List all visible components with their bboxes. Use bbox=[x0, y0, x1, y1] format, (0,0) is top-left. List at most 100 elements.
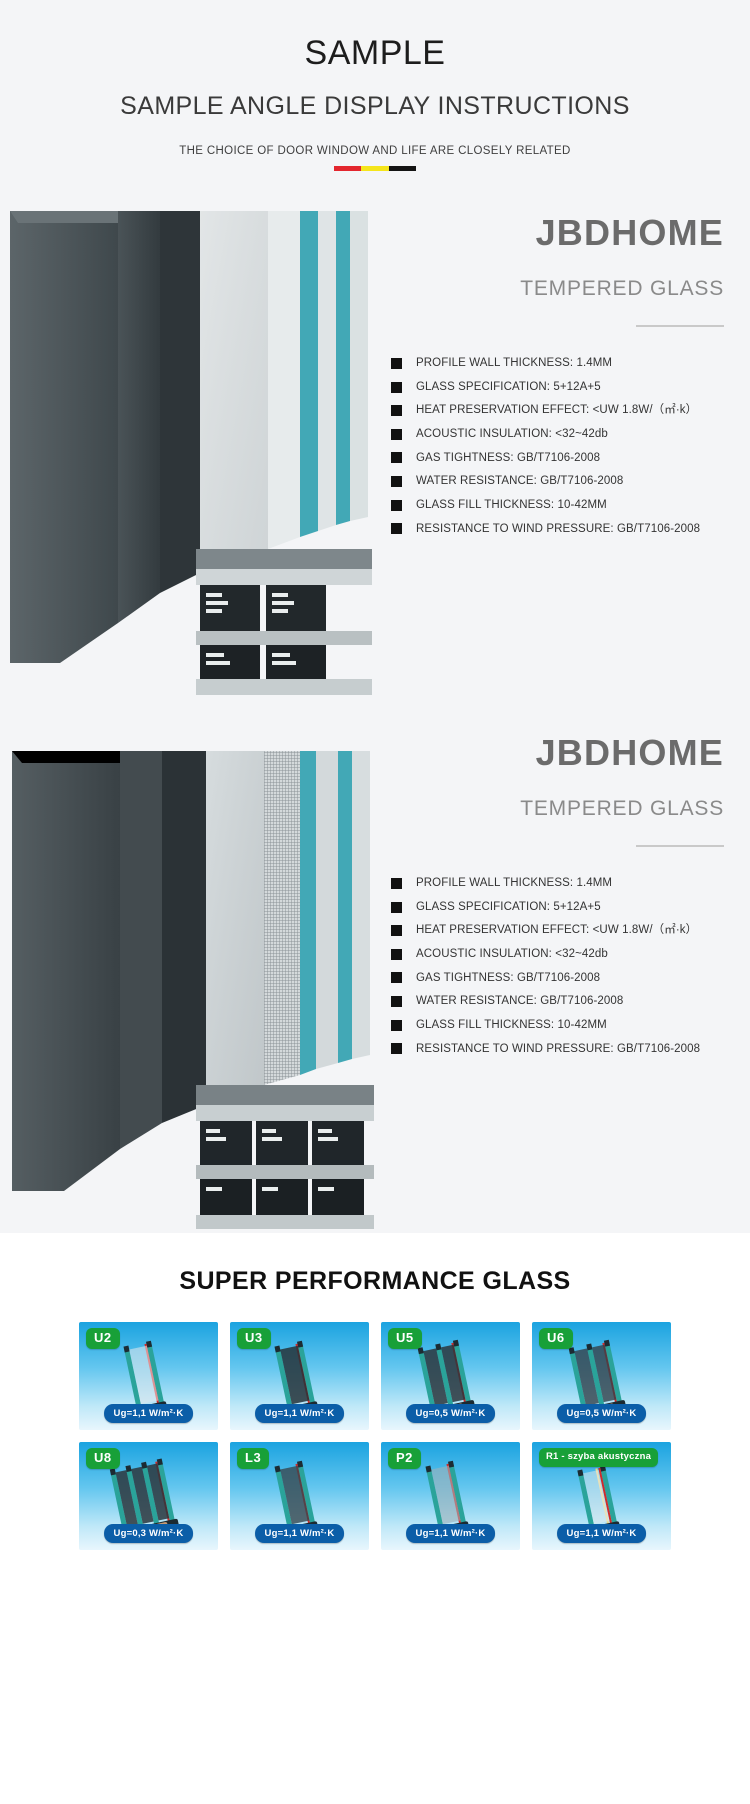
glass-card[interactable]: U8 bbox=[79, 1442, 218, 1551]
spec-item: GLASS SPECIFICATION: 5+12A+5 bbox=[391, 901, 728, 914]
bullet-square-icon bbox=[391, 1019, 402, 1031]
brand-subtitle-2: TEMPERED GLASS bbox=[520, 797, 724, 821]
bullet-square-icon bbox=[391, 452, 402, 464]
glass-card[interactable]: P2 Ug=1,1 W/m²·K bbox=[381, 1442, 520, 1551]
ug-value-pill: Ug=0,5 W/m²·K bbox=[556, 1404, 647, 1424]
spec-label: PROFILE WALL THICKNESS: 1.4MM bbox=[416, 357, 613, 370]
spec-list-1: PROFILE WALL THICKNESS: 1.4MM GLASS SPEC… bbox=[385, 357, 728, 535]
spec-label: GLASS SPECIFICATION: 5+12A+5 bbox=[416, 900, 601, 913]
glass-card[interactable]: L3 Ug=1,1 W/m²·K bbox=[230, 1442, 369, 1551]
glass-type-badge: U3 bbox=[237, 1328, 271, 1350]
spec-label: HEAT PRESERVATION EFFECT: <UW 1.8W/（㎡·k） bbox=[416, 404, 698, 417]
glass-type-badge: L3 bbox=[237, 1448, 270, 1470]
window-profile-image-1 bbox=[0, 193, 385, 713]
spec-item: GLASS FILL THICKNESS: 10-42MM bbox=[391, 1019, 728, 1032]
glass-unit-illustration bbox=[577, 1464, 621, 1537]
glass-card[interactable]: R1 - szyba akustyczna Ug=1,1 W/m²·K bbox=[532, 1442, 671, 1551]
spec-item: PROFILE WALL THICKNESS: 1.4MM bbox=[391, 877, 728, 890]
spec-item: ACOUSTIC INSULATION: <32~42db bbox=[391, 428, 728, 441]
spec-label: WATER RESISTANCE: GB/T7106-2008 bbox=[416, 475, 624, 488]
spec-label: GLASS FILL THICKNESS: 10-42MM bbox=[416, 498, 607, 511]
ug-value-pill: Ug=0,3 W/m²·K bbox=[103, 1524, 194, 1544]
glass-type-badge: U2 bbox=[86, 1328, 120, 1350]
bullet-square-icon bbox=[391, 996, 402, 1008]
spec-label: HEAT PRESERVATION EFFECT: <UW 1.8W/（㎡·k） bbox=[416, 924, 698, 937]
performance-title: SUPER PERFORMANCE GLASS bbox=[179, 1267, 571, 1296]
ug-value-pill: Ug=1,1 W/m²·K bbox=[405, 1524, 496, 1544]
spec-item: WATER RESISTANCE: GB/T7106-2008 bbox=[391, 475, 728, 488]
brand-name-2: JBDHOME bbox=[535, 732, 724, 774]
brand-subtitle-1: TEMPERED GLASS bbox=[520, 277, 724, 301]
spec-label: GLASS FILL THICKNESS: 10-42MM bbox=[416, 1018, 607, 1031]
spec-item: ACOUSTIC INSULATION: <32~42db bbox=[391, 948, 728, 961]
ug-value-pill: Ug=1,1 W/m²·K bbox=[103, 1404, 194, 1424]
bullet-square-icon bbox=[391, 972, 402, 984]
glass-card-grid: U2 Ug=1,1 W/m²·K U bbox=[0, 1322, 750, 1551]
bullet-square-icon bbox=[391, 948, 402, 960]
ug-value-pill: Ug=0,5 W/m²·K bbox=[405, 1404, 496, 1424]
spec-item: RESISTANCE TO WIND PRESSURE: GB/T7106-20… bbox=[391, 1043, 728, 1056]
bullet-square-icon bbox=[391, 523, 402, 535]
spec-label: GLASS SPECIFICATION: 5+12A+5 bbox=[416, 380, 601, 393]
glass-card[interactable]: U3 Ug=1,1 W/m²·K bbox=[230, 1322, 369, 1431]
glass-card[interactable]: U6 bbox=[532, 1322, 671, 1431]
glass-unit-illustration bbox=[568, 1339, 627, 1418]
spec-label: ACOUSTIC INSULATION: <32~42db bbox=[416, 948, 608, 961]
spec-label: WATER RESISTANCE: GB/T7106-2008 bbox=[416, 995, 624, 1008]
brand-name-1: JBDHOME bbox=[535, 212, 724, 254]
page-header: SAMPLE SAMPLE ANGLE DISPLAY INSTRUCTIONS… bbox=[0, 0, 750, 194]
product-info-1: JBDHOME TEMPERED GLASS PROFILE WALL THIC… bbox=[385, 193, 750, 546]
glass-type-badge: U5 bbox=[388, 1328, 422, 1350]
glass-card[interactable]: U5 bbox=[381, 1322, 520, 1431]
product-section-1: JBDHOME TEMPERED GLASS PROFILE WALL THIC… bbox=[0, 193, 750, 714]
bullet-square-icon bbox=[391, 499, 402, 511]
window-corner-illustration bbox=[10, 211, 372, 696]
spec-label: GAS TIGHTNESS: GB/T7106-2008 bbox=[416, 971, 601, 984]
bullet-square-icon bbox=[391, 476, 402, 488]
spec-label: ACOUSTIC INSULATION: <32~42db bbox=[416, 428, 608, 441]
ug-value-pill: Ug=1,1 W/m²·K bbox=[254, 1524, 345, 1544]
bullet-square-icon bbox=[391, 877, 402, 889]
sliding-window-corner-illustration bbox=[12, 751, 374, 1230]
performance-section: SUPER PERFORMANCE GLASS U2 bbox=[0, 1233, 750, 1591]
spec-item: GLASS FILL THICKNESS: 10-42MM bbox=[391, 499, 728, 512]
spec-item: GAS TIGHTNESS: GB/T7106-2008 bbox=[391, 972, 728, 985]
product-page: SAMPLE SAMPLE ANGLE DISPLAY INSTRUCTIONS… bbox=[0, 0, 750, 1591]
glass-type-badge: R1 - szyba akustyczna bbox=[539, 1448, 659, 1468]
glass-type-badge: P2 bbox=[388, 1448, 421, 1470]
divider-rule-2 bbox=[636, 845, 724, 848]
product-info-2: JBDHOME TEMPERED GLASS PROFILE WALL THIC… bbox=[385, 713, 750, 1066]
spec-item: RESISTANCE TO WIND PRESSURE: GB/T7106-20… bbox=[391, 523, 728, 536]
spec-label: PROFILE WALL THICKNESS: 1.4MM bbox=[416, 877, 613, 890]
spec-item: WATER RESISTANCE: GB/T7106-2008 bbox=[391, 995, 728, 1008]
accent-bar-red bbox=[334, 166, 362, 172]
window-profile-image-2 bbox=[0, 713, 385, 1233]
accent-bar-yellow bbox=[361, 166, 389, 172]
spec-item: HEAT PRESERVATION EFFECT: <UW 1.8W/（㎡·k） bbox=[391, 404, 728, 417]
bullet-square-icon bbox=[391, 925, 402, 937]
spec-label: RESISTANCE TO WIND PRESSURE: GB/T7106-20… bbox=[416, 1042, 701, 1055]
bullet-square-icon bbox=[391, 381, 402, 393]
glass-card[interactable]: U2 Ug=1,1 W/m²·K bbox=[79, 1322, 218, 1431]
product-section-2: JBDHOME TEMPERED GLASS PROFILE WALL THIC… bbox=[0, 713, 750, 1234]
page-subtitle: SAMPLE ANGLE DISPLAY INSTRUCTIONS bbox=[120, 92, 630, 121]
tricolor-divider bbox=[334, 166, 416, 172]
page-title: SAMPLE bbox=[304, 34, 446, 72]
bullet-square-icon bbox=[391, 357, 402, 369]
bullet-square-icon bbox=[391, 428, 402, 440]
bullet-square-icon bbox=[391, 405, 402, 417]
spec-item: PROFILE WALL THICKNESS: 1.4MM bbox=[391, 357, 728, 370]
glass-unit-illustration bbox=[274, 1460, 319, 1537]
spec-label: RESISTANCE TO WIND PRESSURE: GB/T7106-20… bbox=[416, 522, 701, 535]
spec-item: HEAT PRESERVATION EFFECT: <UW 1.8W/（㎡·k） bbox=[391, 924, 728, 937]
bullet-square-icon bbox=[391, 1043, 402, 1055]
ug-value-pill: Ug=1,1 W/m²·K bbox=[254, 1404, 345, 1424]
glass-type-badge: U8 bbox=[86, 1448, 120, 1470]
glass-type-badge: U6 bbox=[539, 1328, 573, 1350]
spec-item: GLASS SPECIFICATION: 5+12A+5 bbox=[391, 381, 728, 394]
spec-label: GAS TIGHTNESS: GB/T7106-2008 bbox=[416, 451, 601, 464]
spec-item: GAS TIGHTNESS: GB/T7106-2008 bbox=[391, 452, 728, 465]
accent-bar-black bbox=[388, 166, 416, 172]
divider-rule-1 bbox=[636, 325, 724, 328]
page-tagline: THE CHOICE OF DOOR WINDOW AND LIFE ARE C… bbox=[179, 145, 571, 158]
